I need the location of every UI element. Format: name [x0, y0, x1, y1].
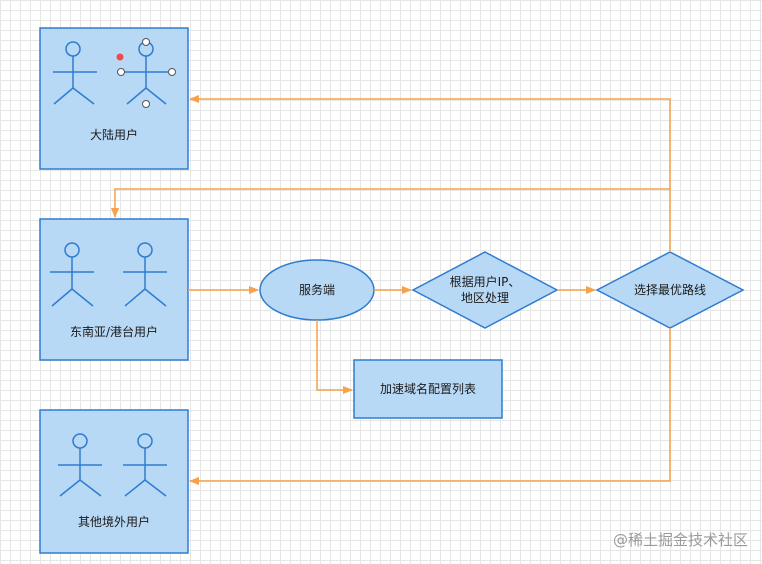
actor-icon: [123, 433, 167, 497]
actor-icon-selected[interactable]: [124, 41, 168, 105]
node-accel-list-label: 加速域名配置列表: [379, 382, 476, 396]
node-ip-process[interactable]: [411, 251, 559, 329]
group-mainland-label: 大陆用户: [89, 128, 138, 142]
rotate-handle[interactable]: [116, 53, 124, 61]
node-ip-process-label-line1: 根据用户IP、: [449, 275, 521, 289]
group-sea-hk-box[interactable]: [39, 218, 189, 361]
actor-icon: [53, 41, 97, 105]
group-mainland-box[interactable]: [39, 27, 189, 170]
node-route-select-label: 选择最优路线: [633, 283, 706, 297]
arrow-route-to-other[interactable]: [189, 328, 671, 485]
arrow-route-to-sea-hk[interactable]: [111, 188, 670, 218]
group-sea-hk-label: 东南亚/港台用户: [69, 325, 159, 339]
arrow-route-to-mainland[interactable]: [189, 95, 671, 252]
node-accel-list[interactable]: [353, 359, 503, 419]
selection-handles[interactable]: [117, 38, 176, 108]
group-other-box[interactable]: [39, 409, 189, 554]
watermark: @稀土掘金技术社区: [612, 531, 748, 549]
actor-icon: [58, 433, 102, 497]
arrow-server-to-accel-list[interactable]: [316, 320, 353, 394]
actor-icon: [123, 242, 167, 307]
group-other-label: 其他境外用户: [77, 515, 150, 529]
node-ip-process-label-line2: 地区处理: [460, 291, 509, 305]
actor-icon: [50, 242, 94, 307]
node-server-label: 服务端: [298, 283, 335, 297]
